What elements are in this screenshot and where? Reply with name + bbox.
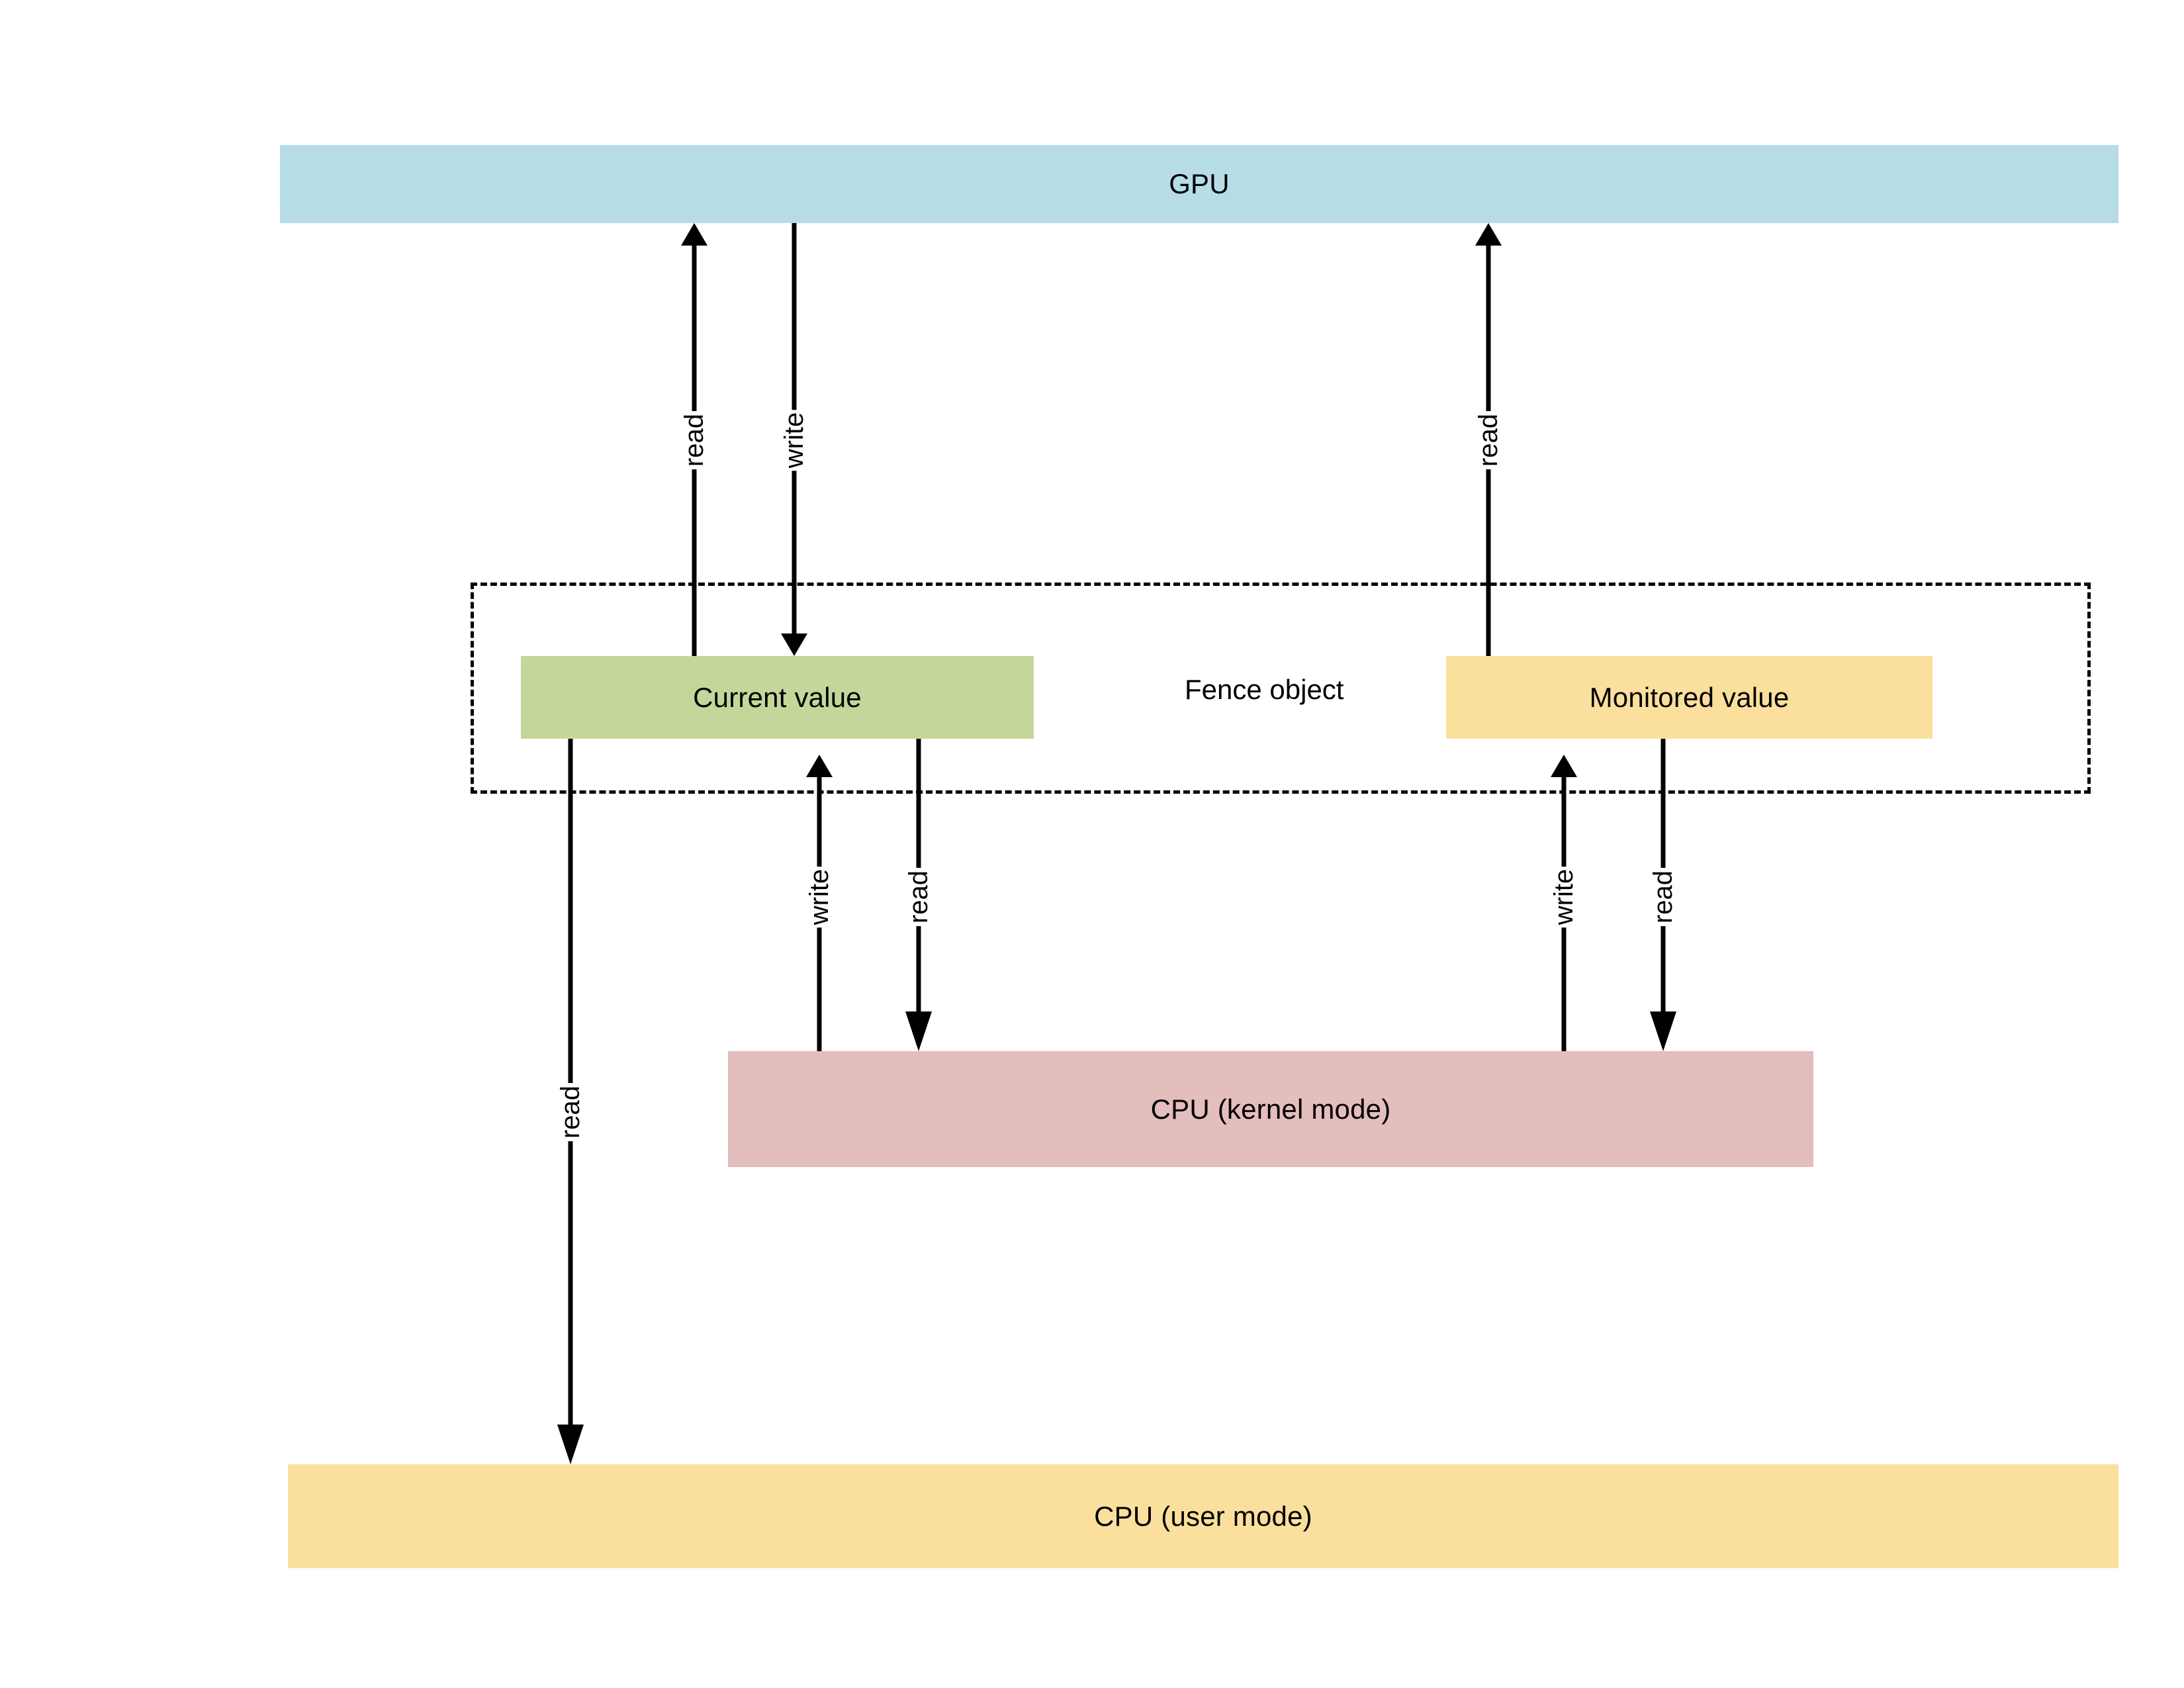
edge-label-gpu-read-current: read — [680, 410, 709, 470]
edge-label-kernel-read-monitored: read — [1649, 867, 1678, 927]
edge-label-kernel-write-current: write — [805, 866, 834, 928]
edge-label-gpu-read-monitored: read — [1474, 410, 1503, 470]
edge-label-user-read-current: read — [556, 1082, 585, 1142]
monitored-value-box: Monitored value — [1446, 656, 1933, 739]
gpu-band-label: GPU — [1169, 168, 1230, 199]
cpu-user-mode-band: CPU (user mode) — [288, 1464, 2118, 1568]
current-value-box: Current value — [521, 656, 1034, 739]
fence-object-container — [471, 583, 2091, 794]
edge-label-kernel-write-monitored: write — [1549, 866, 1578, 928]
fence-object-label: Fence object — [1185, 674, 1344, 705]
monitored-value-label: Monitored value — [1589, 681, 1790, 713]
current-value-label: Current value — [693, 681, 862, 713]
edge-label-kernel-read-current: read — [904, 867, 933, 927]
gpu-band: GPU — [280, 145, 2118, 223]
edge-label-gpu-write-current: write — [780, 409, 809, 471]
cpu-kernel-mode-label: CPU (kernel mode) — [1150, 1093, 1391, 1125]
cpu-kernel-mode-band: CPU (kernel mode) — [728, 1051, 1813, 1167]
cpu-user-mode-label: CPU (user mode) — [1094, 1500, 1312, 1532]
